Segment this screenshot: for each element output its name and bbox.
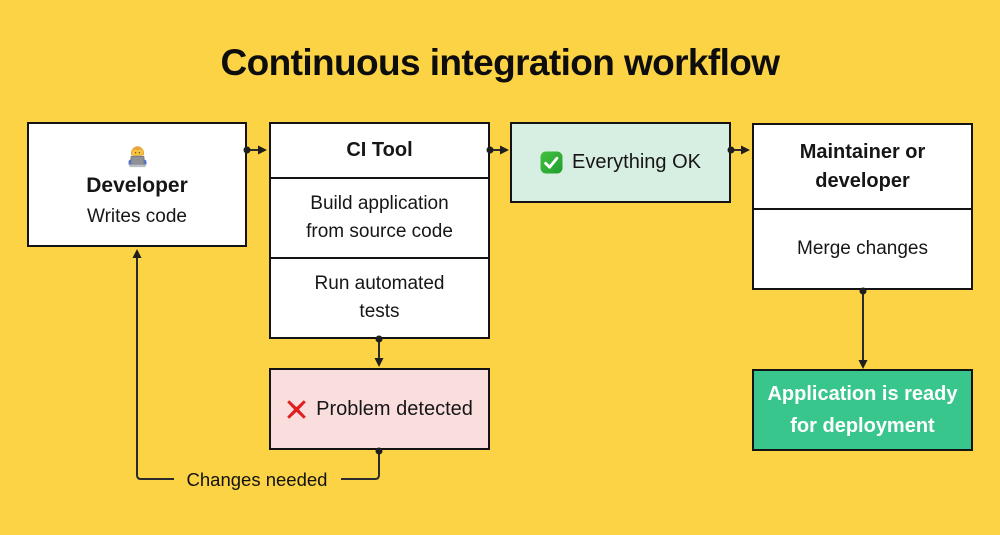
node-deployment: Application is ready for deployment bbox=[752, 369, 973, 451]
developer-subtitle: Writes code bbox=[87, 205, 187, 227]
technologist-icon bbox=[124, 142, 151, 169]
developer-title: Developer bbox=[86, 173, 188, 197]
node-maintainer: Maintainer or developer Merge changes bbox=[752, 123, 973, 290]
arrowhead bbox=[500, 145, 509, 155]
ci-tool-title: CI Tool bbox=[346, 139, 413, 161]
arrowhead bbox=[858, 360, 868, 369]
node-ci-tool: CI Tool Build application from source co… bbox=[269, 122, 490, 339]
cross-icon bbox=[286, 399, 307, 420]
arrowhead bbox=[741, 145, 750, 155]
arrow-changes-to-developer bbox=[136, 258, 174, 480]
problem-detected-label: Problem detected bbox=[316, 397, 473, 420]
arrowhead bbox=[258, 145, 267, 155]
arrowhead bbox=[374, 358, 384, 367]
node-developer: Developer Writes code bbox=[27, 122, 247, 247]
changes-needed-label: Changes needed bbox=[186, 469, 328, 490]
ci-step-tests: Run automated tests bbox=[271, 257, 488, 337]
check-icon bbox=[540, 151, 563, 174]
maintainer-title: Maintainer or developer bbox=[799, 140, 926, 192]
ci-step-build: Build application from source code bbox=[271, 177, 488, 257]
everything-ok-label: Everything OK bbox=[572, 151, 701, 173]
maintainer-action: Merge changes bbox=[754, 208, 971, 288]
node-problem-detected: Problem detected bbox=[269, 368, 490, 450]
page-title: Continuous integration workflow bbox=[220, 42, 781, 83]
arrow-problem-to-changes bbox=[341, 451, 380, 480]
node-everything-ok: Everything OK bbox=[510, 122, 731, 203]
arrowhead bbox=[132, 249, 142, 258]
